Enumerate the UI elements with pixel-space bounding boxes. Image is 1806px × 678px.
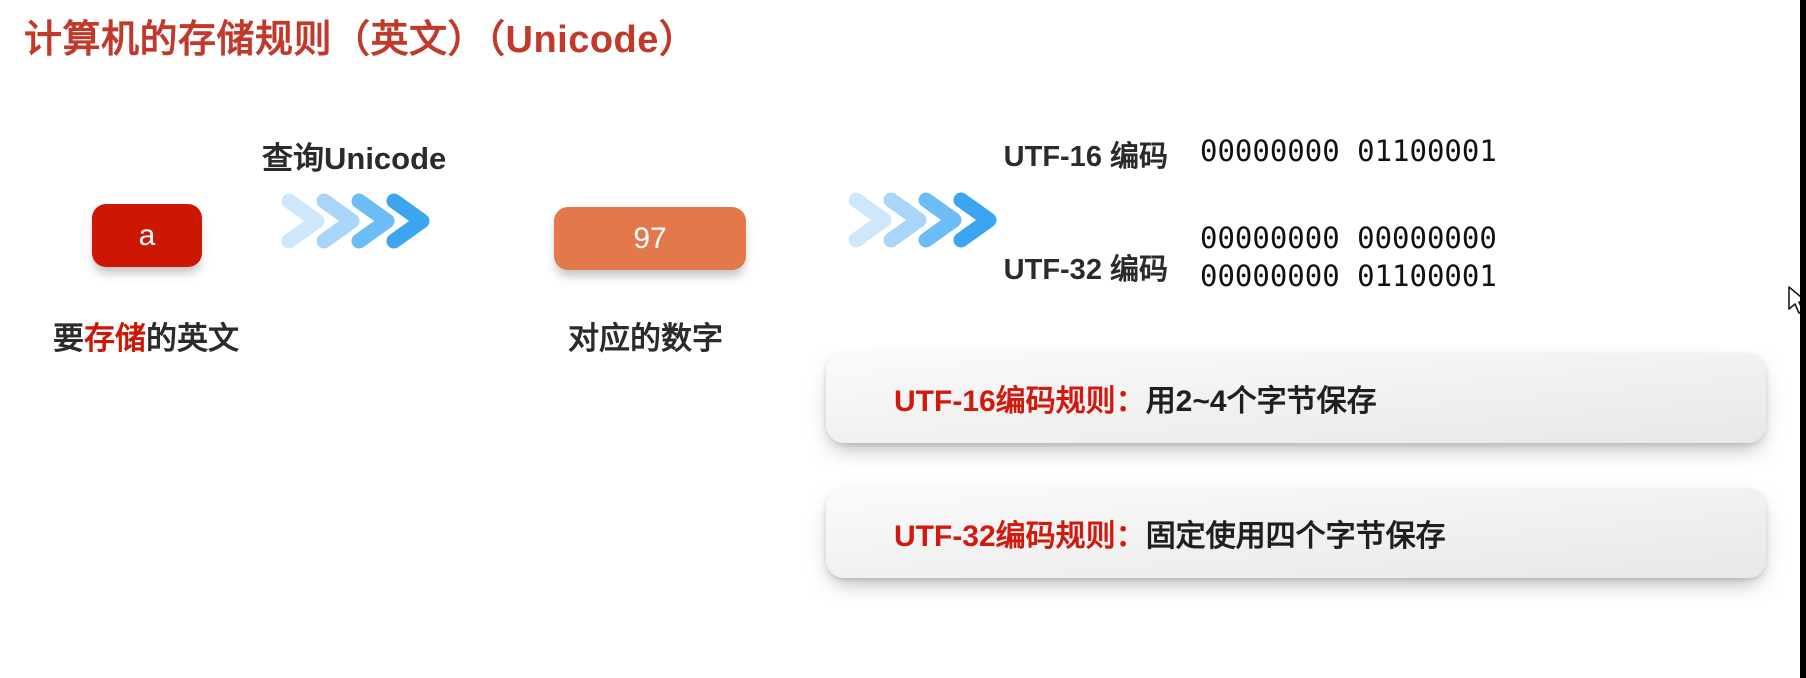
utf32-label: UTF-32 编码	[1003, 254, 1168, 286]
source-caption-suffix: 的英文	[146, 321, 239, 356]
callout-utf32-rule-detail: 固定使用四个字节保存	[1145, 520, 1446, 553]
utf16-label: UTF-16 编码	[1003, 141, 1168, 173]
source-character-box: a	[92, 204, 202, 267]
source-caption-prefix: 要	[53, 321, 84, 356]
chevron-arrow-group-lookup	[279, 185, 431, 257]
chevron-right-icon	[281, 193, 430, 249]
code-point-box: 97	[554, 207, 746, 270]
callout-utf16-rule-detail: 用2~4个字节保存	[1145, 385, 1377, 418]
callout-utf32-text: UTF-32编码规则：固定使用四个字节保存	[894, 511, 1446, 555]
utf32-binary-value: 00000000 00000000 00000000 01100001	[1200, 221, 1497, 293]
callout-card-utf16: UTF-16编码规则：用2~4个字节保存	[826, 353, 1766, 443]
query-unicode-label: 查询Unicode	[262, 141, 447, 176]
callout-utf16-text: UTF-16编码规则：用2~4个字节保存	[894, 376, 1377, 420]
source-caption-highlight: 存储	[84, 321, 146, 356]
chevron-right-icon	[848, 192, 997, 248]
page-title: 计算机的存储规则（英文）（Unicode）	[24, 19, 698, 61]
callout-utf16-rule-name: UTF-16编码规则：	[894, 385, 1146, 418]
source-caption: 要存储的英文	[53, 313, 239, 358]
callout-card-utf32: UTF-32编码规则：固定使用四个字节保存	[826, 488, 1766, 578]
code-point-caption: 对应的数字	[568, 321, 723, 356]
chevron-arrow-group-encode	[846, 184, 998, 256]
right-edge-strip	[1800, 0, 1806, 678]
callout-utf32-rule-name: UTF-32编码规则：	[894, 520, 1146, 553]
utf16-binary-value: 00000000 01100001	[1200, 134, 1497, 168]
code-point-value: 97	[633, 221, 667, 255]
source-character-value: a	[138, 218, 156, 252]
